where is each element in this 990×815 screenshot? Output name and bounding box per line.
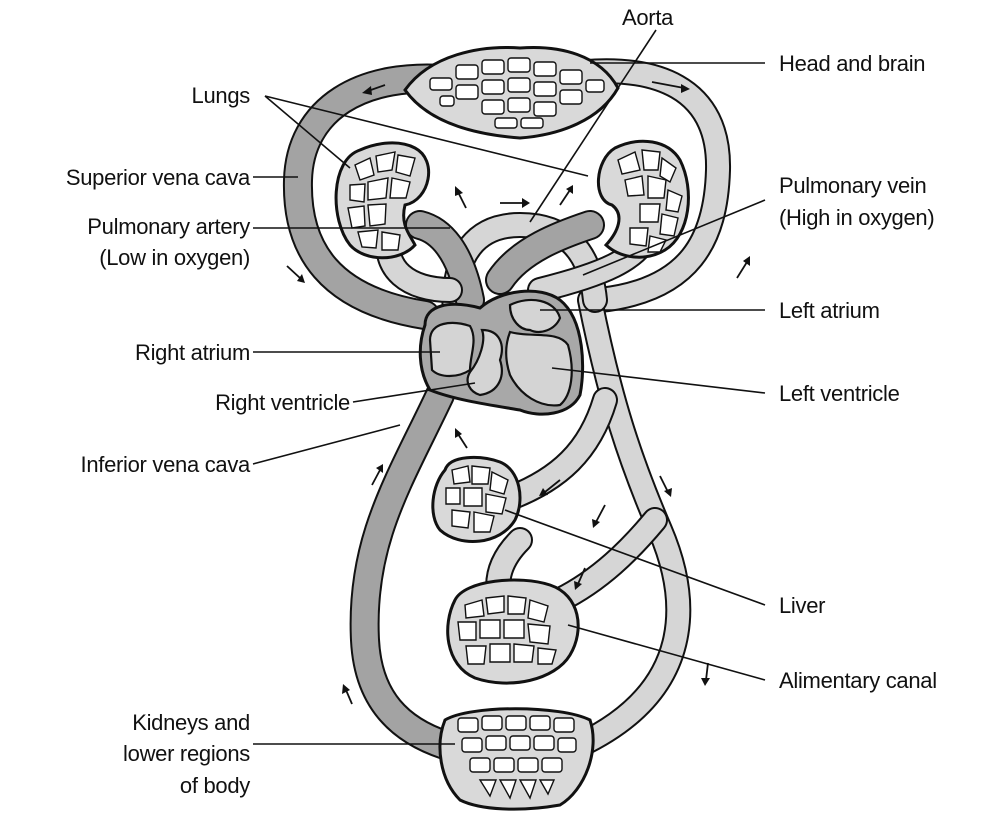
head-and-brain-organ [405,47,618,138]
kidneys-organ [440,709,593,809]
label-pulmonary-vein-line2: (High in oxygen) [779,205,934,230]
label-inferior-vena-cava: Inferior vena cava [81,452,252,477]
label-kidneys-line1: Kidneys and [132,710,250,735]
arrow-ivc-bottom-up [342,684,352,704]
right-atrium-chamber [430,323,474,376]
arrow-ivc-up [455,428,467,448]
label-pulmonary-vein-line1: Pulmonary vein [779,173,926,198]
arrow-outer-right-up [737,256,750,278]
arrow-lung-right-up [560,185,573,205]
arrow-portal-down [592,505,605,528]
label-superior-vena-cava: Superior vena cava [66,165,251,190]
label-liver: Liver [779,593,825,618]
label-lungs: Lungs [192,83,251,108]
label-left-atrium: Left atrium [779,298,880,323]
label-pulmonary-artery-line2: (Low in oxygen) [99,245,250,270]
leader-left-ventricle [552,368,765,393]
arrow-aorta-down-right [660,476,672,497]
leader-inferior-vena-cava [253,425,400,464]
right-lung-organ [598,141,688,257]
alimentary-canal-organ [448,580,578,683]
arrow-svc-down [287,266,305,283]
arrow-aorta-right [500,198,530,208]
label-kidneys-line2: lower regions [123,741,250,766]
label-alimentary-canal: Alimentary canal [779,668,937,693]
label-kidneys-line3: of body [180,773,250,798]
arrow-aorta-bottom-down [701,663,710,686]
label-head-and-brain: Head and brain [779,51,925,76]
arrow-ivc-left-up [372,464,383,485]
label-right-atrium: Right atrium [135,340,250,365]
left-lung-organ [336,143,429,258]
label-aorta: Aorta [622,5,674,30]
label-pulmonary-artery-line1: Pulmonary artery [87,214,250,239]
label-left-ventricle: Left ventricle [779,381,900,406]
liver-organ [433,457,520,541]
label-right-ventricle: Right ventricle [215,390,350,415]
arrow-lung-left-up [455,186,466,208]
